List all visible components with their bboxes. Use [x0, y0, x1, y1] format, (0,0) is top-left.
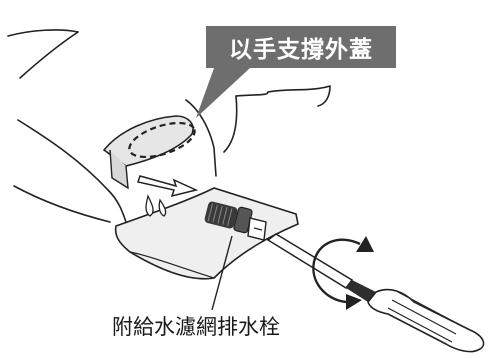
highlight-ellipse — [128, 121, 196, 159]
appliance-outline — [7, 29, 331, 223]
cover-flap — [102, 115, 196, 190]
rotate-arrow-icon — [312, 236, 374, 310]
screwdriver-icon — [266, 233, 485, 353]
drain-plug-caption: 附給水濾網排水栓 — [112, 315, 280, 339]
cloth — [114, 187, 299, 280]
callout — [196, 26, 396, 118]
callout-text: 以手支撐外蓋 — [229, 37, 373, 63]
direction-arrow-icon — [137, 175, 199, 198]
drain-plug — [204, 201, 267, 241]
water-drips — [145, 194, 167, 217]
caption-leader — [211, 235, 233, 311]
